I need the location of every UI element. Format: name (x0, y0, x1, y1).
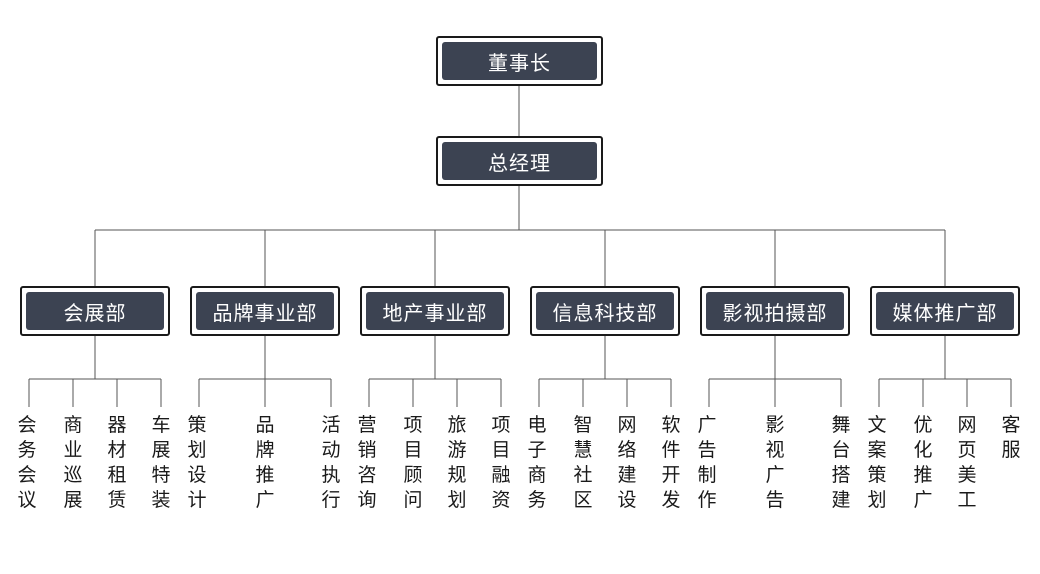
sub-item-label: 软件开发 (661, 414, 681, 511)
sub-item-label: 策划设计 (187, 414, 207, 511)
department-label: 会展部 (26, 292, 164, 330)
department-label: 地产事业部 (366, 292, 504, 330)
department-box[interactable]: 影视拍摄部 (700, 286, 850, 336)
sub-item-label: 客服 (1001, 414, 1021, 461)
department-box[interactable]: 媒体推广部 (870, 286, 1020, 336)
chairman-box[interactable]: 董事长 (436, 36, 603, 86)
department-label: 媒体推广部 (876, 292, 1014, 330)
sub-item-label: 广告制作 (697, 414, 717, 511)
sub-item-label: 影视广告 (765, 414, 785, 511)
sub-item-label: 智慧社区 (573, 414, 593, 511)
department-label: 信息科技部 (536, 292, 674, 330)
general-manager-label: 总经理 (442, 142, 597, 180)
sub-item-label: 旅游规划 (447, 414, 467, 511)
sub-item-label: 文案策划 (867, 414, 887, 511)
department-box[interactable]: 信息科技部 (530, 286, 680, 336)
sub-item-label: 舞台搭建 (831, 414, 851, 511)
sub-item-label: 网页美工 (957, 414, 977, 511)
sub-item-label: 优化推广 (913, 414, 933, 511)
department-label: 品牌事业部 (196, 292, 334, 330)
sub-item-label: 活动执行 (321, 414, 341, 511)
sub-item-label: 项目顾问 (403, 414, 423, 511)
department-label: 影视拍摄部 (706, 292, 844, 330)
chairman-label: 董事长 (442, 42, 597, 80)
sub-item-label: 营销咨询 (357, 414, 377, 511)
sub-item-label: 网络建设 (617, 414, 637, 511)
sub-item-label: 器材租赁 (107, 414, 127, 511)
sub-item-label: 品牌推广 (255, 414, 275, 511)
department-box[interactable]: 品牌事业部 (190, 286, 340, 336)
sub-item-label: 商业巡展 (63, 414, 83, 511)
department-box[interactable]: 地产事业部 (360, 286, 510, 336)
sub-item-label: 项目融资 (491, 414, 511, 511)
general-manager-box[interactable]: 总经理 (436, 136, 603, 186)
sub-item-label: 会务会议 (17, 414, 37, 511)
sub-item-label: 电子商务 (527, 414, 547, 511)
sub-item-label: 车展特装 (151, 414, 171, 511)
department-box[interactable]: 会展部 (20, 286, 170, 336)
